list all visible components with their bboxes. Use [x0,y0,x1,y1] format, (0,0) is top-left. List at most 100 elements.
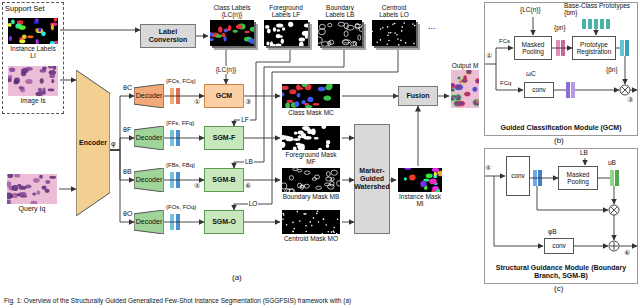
thumbnail-image [210,20,254,46]
prototype-registration-box: Prototype Registration [572,36,616,60]
class-mask-image-text: Class Mask MC [288,109,334,116]
cell-blob [282,86,288,90]
annotation-label: {FBs, FBq} [166,162,195,169]
instance-mask-image-text: Instance Mask MI [398,193,442,208]
cell-blob [392,23,394,25]
image-ground [8,66,58,96]
add-symbol [609,241,619,251]
multiply-symbol [611,207,618,214]
foreground-labels-image: Foreground Labels LF [262,2,310,48]
multiply-symbol [622,87,629,94]
cell-blob [318,148,322,150]
wire [630,90,637,91]
cell-blob [270,41,273,46]
cell-blob [21,71,26,76]
cell-blob [30,201,37,204]
cell-blob [304,23,308,27]
cell-blob [304,171,310,174]
cell-blob [388,40,390,42]
cell-blob [42,88,45,94]
centroid-labels-image-picture [372,20,416,46]
cell-blob [327,172,331,177]
thumbnail-image [282,84,340,108]
wire [616,48,620,49]
watershed-box-text: Marker-Guided Watershed [354,167,390,191]
cell-blob [289,176,293,180]
annotation-label: θB [123,168,132,176]
cell-blob [316,213,318,215]
cell-blob [426,173,433,178]
thumbnail-image [282,126,340,150]
cell-blob [32,193,36,196]
cell-blob [39,175,43,179]
centroid-mask-image-text: Centroid Mask MO [284,235,338,242]
cell-blob [401,26,403,28]
annotation-label: {p̂n} [606,66,618,73]
connector [530,178,558,179]
cell-blob [45,180,50,184]
cell-blob [380,39,382,41]
connector [59,189,76,190]
multiply-symbol [620,85,630,95]
thumbnail-image [398,168,442,192]
cell-blob [216,34,222,38]
cell-blob [293,146,297,150]
cell-blob [331,170,337,175]
cell-blob [292,231,294,233]
wire [484,176,494,177]
registered-bar [620,40,624,56]
masked-pooling-box-text: Masked Pooling [517,41,549,56]
annotation-label: ③ [627,96,633,104]
foreground-labels-image-text: Foreground Labels LF [264,4,308,19]
wire [619,246,637,247]
cell-blob [376,41,378,43]
cell-blob [337,218,339,220]
cell-blob [466,70,472,75]
conv-box-text: conv [532,86,546,93]
cell-blob [457,102,465,107]
cell-blob [321,126,326,129]
cell-blob [25,67,33,71]
base-prototype-bar [606,19,610,29]
cell-blob [293,231,295,233]
pooled-bar [610,170,614,186]
image-ground [282,210,340,234]
connector [244,138,280,139]
cell-blob [394,23,396,25]
connector [164,180,204,181]
cell-blob [323,218,325,220]
sgm-box: SGM-F [204,126,244,150]
cell-blob [306,231,308,233]
cell-blob [455,85,463,90]
wire [496,48,497,90]
connector [390,180,396,181]
annotation-label: ⑥ [624,249,630,257]
connector [196,36,208,37]
foreground-mask-image-picture [282,126,340,150]
query-image: Query Iq [5,172,59,215]
annotation-label: (a) [232,274,242,283]
cell-blob [388,32,390,34]
cell-blob [301,84,307,87]
sgm-box-text: SGM-O [212,218,236,226]
wire [496,48,513,49]
cell-blob [387,26,389,28]
thumbnail-image [8,18,58,44]
connector [110,96,134,150]
cell-blob [400,40,402,42]
cell-blob [338,22,344,26]
cell-blob [409,175,415,181]
annotation-label: {FOs, FOq} [166,204,196,211]
annotation-label: {pn} [554,24,566,31]
decoder-text: Decoder [136,92,162,100]
cell-blob [282,27,285,31]
cell-blob [14,174,20,178]
cell-blob [330,181,334,186]
annotation-label: (b) [554,137,564,146]
centroid-labels-image: Centroid Labels LO [370,2,418,48]
cell-blob [8,75,12,79]
class-mask-image-picture [282,84,340,108]
conv-box-text: conv [552,242,566,249]
cell-blob [293,228,295,230]
